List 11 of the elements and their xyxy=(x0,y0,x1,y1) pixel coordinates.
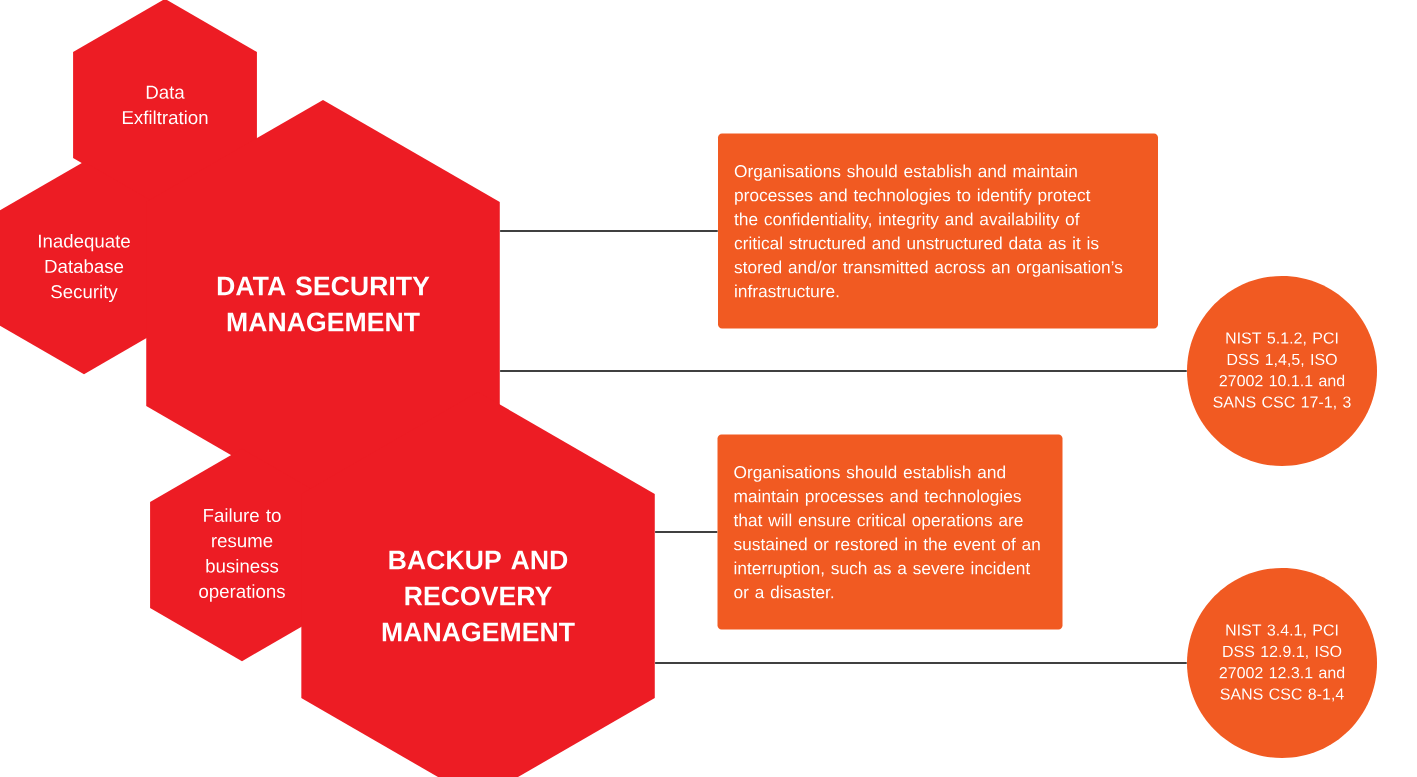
node-label: Failure to resume business operations xyxy=(199,508,285,602)
node-label: DATA SECURITY MANAGEMENT xyxy=(217,276,430,332)
connector-line xyxy=(499,370,1188,372)
connector-line xyxy=(654,662,1188,664)
hexagon: Data Exfiltration xyxy=(73,0,257,212)
node-label: Inadequate Database Security xyxy=(39,233,130,303)
connector-line xyxy=(499,230,719,232)
info-box: Organisations should establish and maintain processes and technologies that will ensure critical operations are sustained or restored in the event of an interruption, such as a severe incident or a disaster. xyxy=(717,434,1063,630)
node-label: BACKUP AND RECOVERY MANAGEMENT xyxy=(382,550,575,642)
connector-line xyxy=(654,531,719,533)
info-box: Organisations should establish and maintain processes and technologies to identify protect the confidentiality, integrity and availability of critical structured and unstructured data as it is stored and/or transmitted across an organisation’s infrastructure. xyxy=(718,133,1158,329)
